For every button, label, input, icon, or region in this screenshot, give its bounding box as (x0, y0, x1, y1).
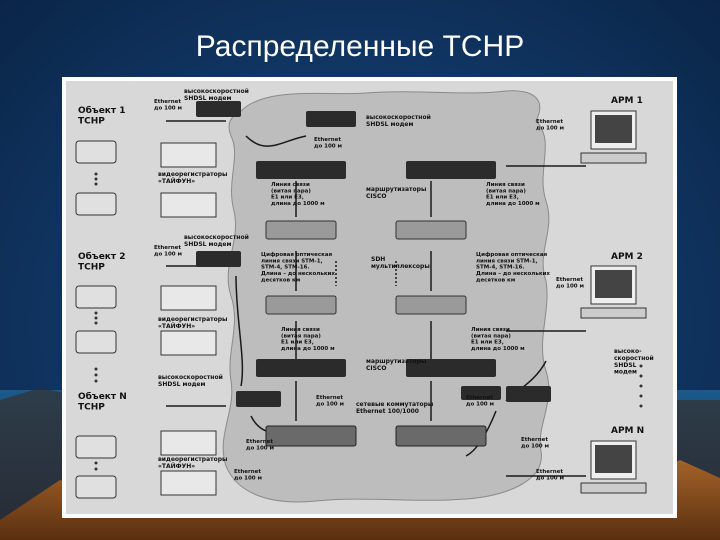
dvr-icon (160, 330, 217, 356)
objectN-group (75, 391, 281, 499)
keyboard-icon (580, 152, 647, 164)
dvr-label: видеорегистраторы«ТАЙФУН» (158, 316, 227, 330)
dvr-icon (160, 470, 217, 496)
camera-icon (75, 435, 117, 459)
multiplexer-icon (265, 220, 337, 240)
line-label: Линия связи(витая пара)E1 или E3,длина д… (486, 182, 540, 207)
dvr-icon (160, 192, 217, 218)
center-devices (256, 111, 551, 447)
line-label: Линия связи(витая пара)E1 или E3,длина д… (281, 327, 335, 352)
camera-icon (75, 330, 117, 354)
modem-icon (196, 251, 241, 267)
object1-group (75, 101, 241, 218)
dvr-label: видеорегистраторы«ТАЙФУН» (158, 456, 227, 470)
router-icon (256, 359, 346, 377)
multiplexer-icon (395, 295, 467, 315)
switch-icon (395, 425, 487, 447)
multiplexer-icon (265, 295, 337, 315)
dots (94, 172, 643, 471)
workstations (580, 110, 647, 494)
object2-group (75, 251, 241, 356)
switch-icon (265, 425, 357, 447)
multiplexer-icon (395, 220, 467, 240)
dvr-icon (160, 430, 217, 456)
dvr-icon (160, 285, 217, 311)
slide-title: Распределенные ТСНР (195, 30, 525, 63)
router-icon (406, 359, 496, 377)
camera-icon (75, 192, 117, 216)
line-label: Линия связи(витая пара)E1 или E3,длина д… (271, 182, 325, 207)
modem-icon (461, 386, 501, 400)
workstation-label: АРМ 1 (611, 96, 643, 106)
camera-icon (75, 475, 117, 499)
router-icon (406, 161, 496, 179)
line-label: Линия связи(витая пара)E1 или E3,длина д… (471, 327, 525, 352)
keyboard-icon (580, 307, 647, 319)
modem-icon (506, 386, 551, 402)
dvr-icon (160, 142, 217, 168)
keyboard-icon (580, 482, 647, 494)
router-icon (256, 161, 346, 179)
modem-icon (236, 391, 281, 407)
modem-icon (306, 111, 356, 127)
camera-icon (75, 285, 117, 309)
workstation-label: АРМ N (611, 426, 644, 436)
camera-icon (75, 140, 117, 164)
dvr-label: видеорегистраторы«ТАЙФУН» (158, 171, 227, 185)
modem-icon (196, 101, 241, 117)
workstation-label: АРМ 2 (611, 252, 643, 262)
